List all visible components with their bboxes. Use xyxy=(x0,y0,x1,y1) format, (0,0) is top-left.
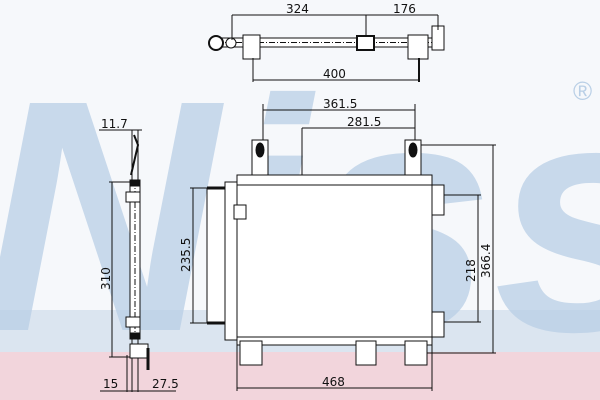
bottom-bracket xyxy=(355,340,377,366)
dim-361-5: 361.5 xyxy=(323,97,357,111)
top-pin xyxy=(130,134,140,176)
bottom-rail xyxy=(236,336,433,346)
fitting-icon xyxy=(225,37,237,49)
dim-218: 218 xyxy=(464,259,478,282)
top-rail xyxy=(236,174,433,186)
dim-11-7: 11.7 xyxy=(101,117,128,131)
end-cap xyxy=(129,332,141,340)
bracket xyxy=(407,34,429,60)
dim-310: 310 xyxy=(99,267,113,290)
dim-235-5: 235.5 xyxy=(179,238,193,272)
dim-366-4: 366.4 xyxy=(479,244,493,278)
bottom-bracket xyxy=(404,340,428,366)
dim-468: 468 xyxy=(322,375,345,389)
end-cap xyxy=(129,179,141,187)
side-bracket xyxy=(125,191,141,203)
bracket xyxy=(242,34,261,60)
rubber-mount-icon xyxy=(255,142,265,158)
bracket xyxy=(356,35,375,51)
top-view xyxy=(208,14,445,82)
side-bracket xyxy=(431,184,445,216)
mount-tab xyxy=(233,204,247,220)
front-view xyxy=(190,104,496,391)
dim-27-5: 27.5 xyxy=(152,377,179,391)
registered-mark: ® xyxy=(573,76,592,106)
condenser-core xyxy=(236,184,433,338)
fitting-icon xyxy=(208,35,224,51)
receiver-drier xyxy=(206,187,226,324)
dim-176: 176 xyxy=(393,2,416,16)
dim-281-5: 281.5 xyxy=(347,115,381,129)
side-view xyxy=(99,129,176,392)
rubber-mount-icon xyxy=(408,142,418,158)
bottom-bracket xyxy=(239,340,263,366)
bottom-bracket xyxy=(129,343,149,359)
side-bracket xyxy=(431,311,445,338)
dim-400: 400 xyxy=(323,67,346,81)
watermark-band xyxy=(0,352,600,400)
dim-15: 15 xyxy=(103,377,118,391)
side-bracket xyxy=(125,316,141,328)
dim-324: 324 xyxy=(286,2,309,16)
